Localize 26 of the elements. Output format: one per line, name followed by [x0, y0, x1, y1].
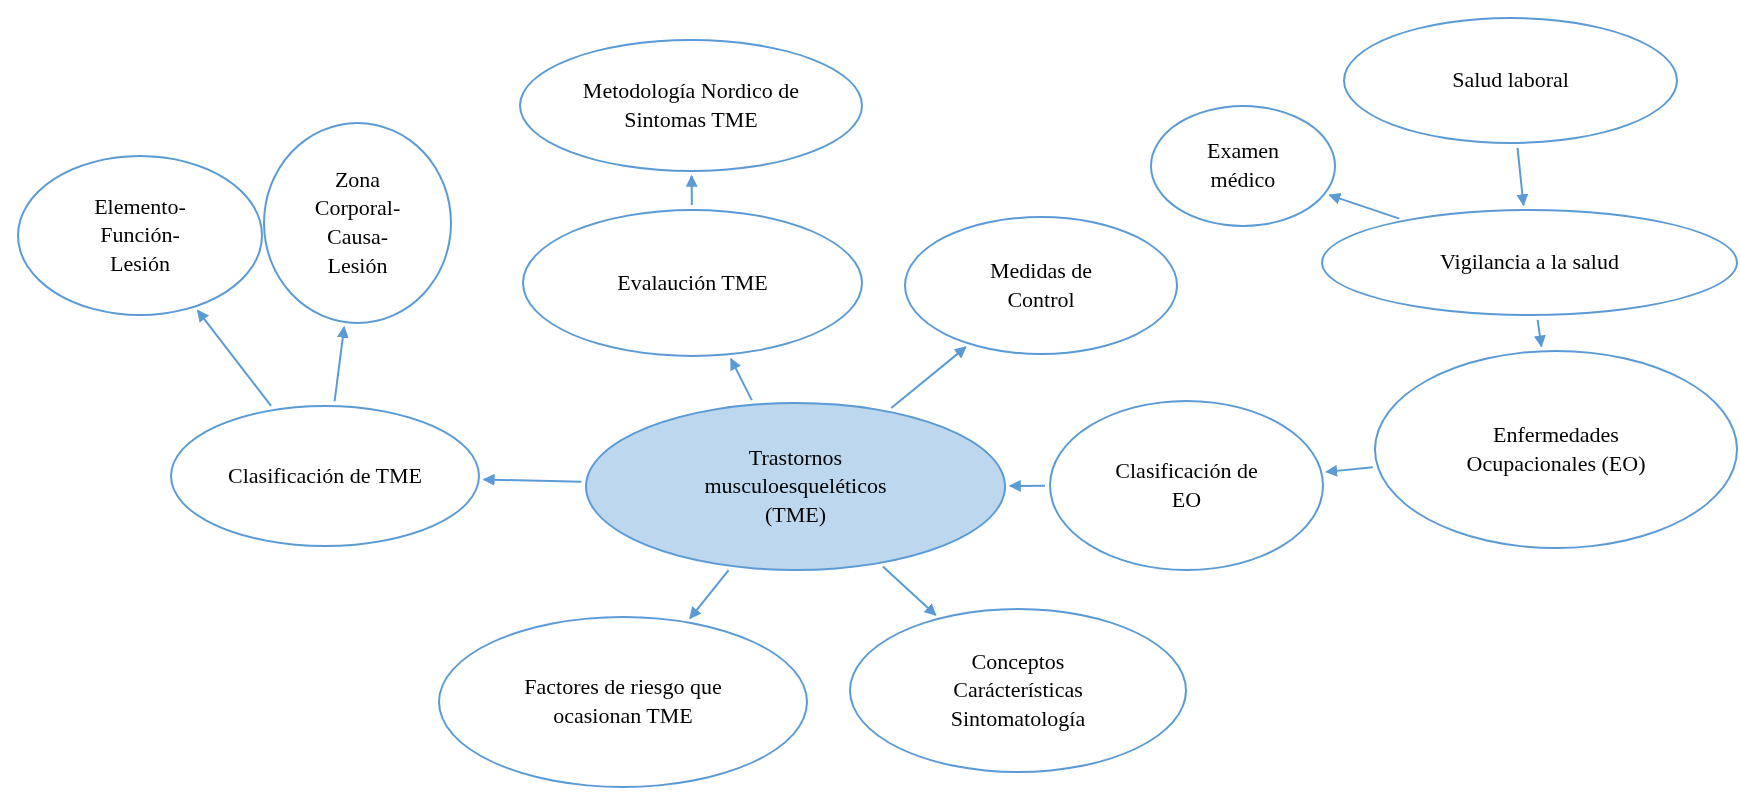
node-label: Medidas de Control — [989, 256, 1093, 314]
node-label: Salud laboral — [1452, 66, 1569, 95]
arrow — [1533, 318, 1546, 348]
node-label: Clasificación de EO — [1114, 456, 1259, 514]
node-label: Enfermedades Ocupacionales (EO) — [1465, 420, 1647, 478]
node-label: Vigilancia a la salud — [1440, 248, 1619, 277]
node-label: Trastornos musculoesqueléticos (TME) — [703, 443, 888, 529]
node-label: Clasificación de TME — [228, 461, 422, 490]
node-label: Metodología Nordico de Sintomas TME — [581, 76, 801, 134]
node-label: Elemento-Función-Lesión — [93, 192, 187, 278]
arrow — [881, 565, 937, 616]
arrow — [482, 473, 583, 486]
arrow — [1328, 192, 1401, 220]
node-label: Factores de riesgo que ocasionan TME — [523, 673, 723, 730]
arrow — [685, 174, 698, 206]
arrow — [890, 346, 967, 410]
arrow — [1516, 146, 1529, 207]
node-label: Examen médico — [1205, 137, 1281, 194]
node-label: Conceptos Carácterísticas Sintomatología — [949, 647, 1087, 733]
arrow — [196, 309, 273, 407]
arrow — [1325, 464, 1374, 477]
node-label: Evalaución TME — [617, 268, 768, 297]
arrow — [729, 357, 753, 402]
arrow — [1008, 479, 1046, 492]
arrow — [333, 325, 349, 403]
node-label: Zona Corporal-Causa-Lesión — [313, 165, 402, 280]
